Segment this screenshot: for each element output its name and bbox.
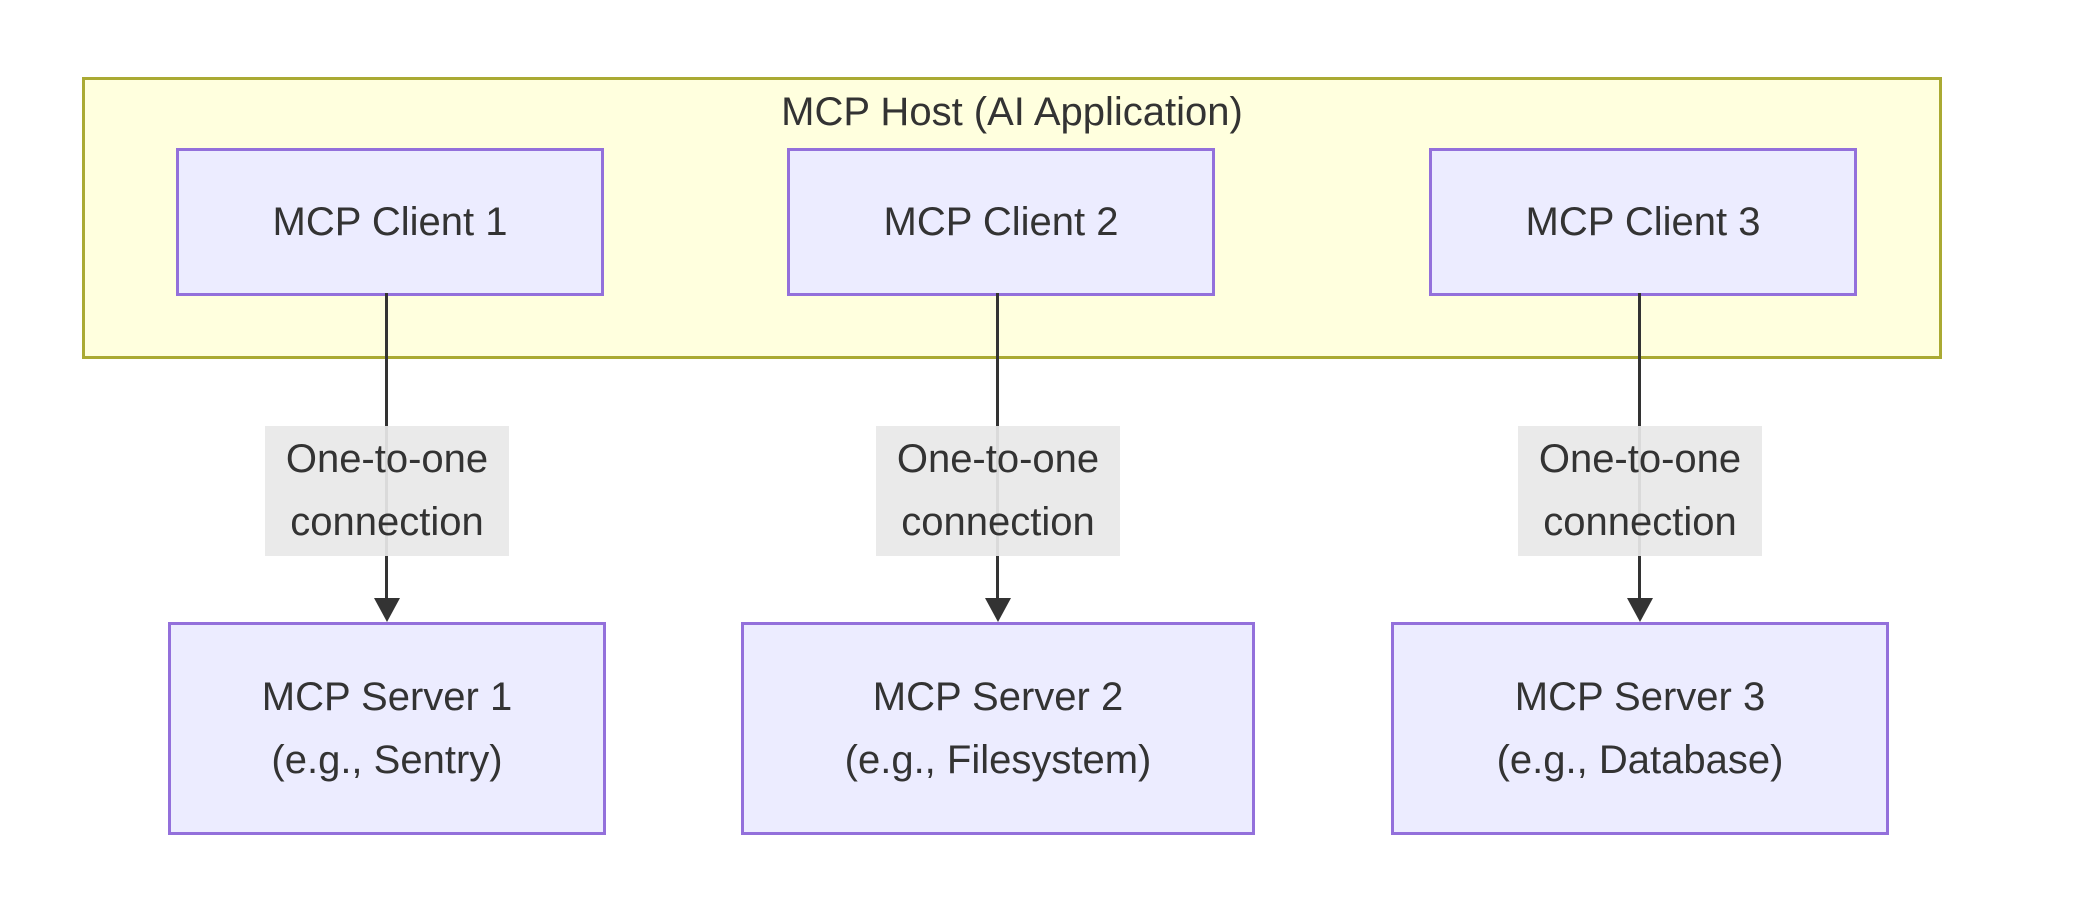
mcp-server-2-example: (e.g., Filesystem) — [844, 737, 1152, 782]
mcp-server-2-node: MCP Server 2 (e.g., Filesystem) — [741, 622, 1255, 835]
connection-label-1-line2: connection — [290, 500, 484, 544]
mcp-server-2-name: MCP Server 2 — [872, 674, 1124, 719]
connection-label-2-line2: connection — [901, 500, 1095, 544]
connection-label-2-line1: One-to-one — [896, 437, 1100, 481]
arrow-down-icon-2 — [985, 598, 1011, 622]
mcp-host-cluster: MCP Host (AI Application) MCP Client 1 M… — [82, 77, 1942, 359]
connection-label-3-line1: One-to-one — [1538, 437, 1742, 481]
mcp-server-1-node: MCP Server 1 (e.g., Sentry) — [168, 622, 606, 835]
mcp-host-title: MCP Host (AI Application) — [781, 90, 1243, 134]
mcp-server-1-name: MCP Server 1 — [261, 674, 513, 719]
mcp-server-3-node: MCP Server 3 (e.g., Database) — [1391, 622, 1889, 835]
mcp-client-1-label: MCP Client 1 — [272, 199, 508, 244]
mcp-client-3-node: MCP Client 3 — [1429, 148, 1857, 296]
mcp-client-3-label: MCP Client 3 — [1525, 199, 1761, 244]
arrow-down-icon-1 — [374, 598, 400, 622]
connection-label-1: One-to-one connection — [265, 426, 509, 556]
connection-label-3: One-to-one connection — [1518, 426, 1762, 556]
mcp-client-2-node: MCP Client 2 — [787, 148, 1215, 296]
connection-label-1-line1: One-to-one — [285, 437, 489, 481]
connection-label-3-line2: connection — [1543, 500, 1737, 544]
mcp-client-2-label: MCP Client 2 — [883, 199, 1119, 244]
mcp-server-1-example: (e.g., Sentry) — [271, 737, 503, 782]
connection-label-2: One-to-one connection — [876, 426, 1120, 556]
mcp-client-1-node: MCP Client 1 — [176, 148, 604, 296]
mcp-server-3-name: MCP Server 3 — [1514, 674, 1766, 719]
mcp-server-3-example: (e.g., Database) — [1496, 737, 1784, 782]
arrow-down-icon-3 — [1627, 598, 1653, 622]
